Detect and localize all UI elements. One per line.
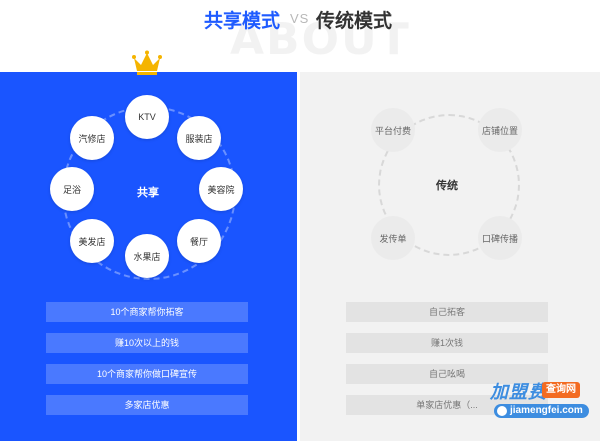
page-header: ABOUT 共享模式 VS 传统模式 bbox=[0, 0, 600, 70]
traditional-network-ring bbox=[378, 114, 520, 256]
share-benefit-2: 赚10次以上的钱 bbox=[46, 333, 248, 353]
title-vs: VS bbox=[290, 11, 310, 26]
title-share-mode: 共享模式 bbox=[204, 11, 281, 32]
node-restaurant: 餐厅 bbox=[177, 219, 221, 263]
node-flyers: 发传单 bbox=[371, 216, 415, 260]
header-watermark: ABOUT bbox=[230, 14, 411, 65]
logo-url: jiamengfei.com bbox=[494, 404, 589, 418]
traditional-item-3: 自己吆喝 bbox=[346, 364, 548, 384]
crown-icon bbox=[132, 50, 162, 75]
node-foot-spa: 足浴 bbox=[50, 167, 94, 211]
share-center-label: 共享 bbox=[137, 187, 159, 199]
node-clothing-store: 服装店 bbox=[177, 116, 221, 160]
node-auto-repair: 汽修店 bbox=[70, 116, 114, 160]
node-platform-fee: 平台付费 bbox=[371, 108, 415, 152]
globe-icon bbox=[497, 406, 507, 416]
node-beauty-salon: 美容院 bbox=[199, 167, 243, 211]
title-traditional-mode: 传统模式 bbox=[316, 11, 393, 32]
logo-url-text: jiamengfei.com bbox=[510, 405, 583, 416]
node-word-of-mouth: 口碑传播 bbox=[478, 216, 522, 260]
share-benefit-1: 10个商家帮你拓客 bbox=[46, 302, 248, 322]
traditional-item-1: 自己拓客 bbox=[346, 302, 548, 322]
node-store-location: 店铺位置 bbox=[478, 108, 522, 152]
site-logo: 加盟费 查询网 jiamengfei.com bbox=[482, 378, 600, 441]
traditional-center-label: 传统 bbox=[436, 180, 458, 192]
node-hair-salon: 美发店 bbox=[70, 219, 114, 263]
logo-badge: 查询网 bbox=[542, 382, 580, 398]
traditional-item-2: 赚1次钱 bbox=[346, 333, 548, 353]
node-ktv: KTV bbox=[125, 95, 169, 139]
logo-main-text: 加盟费 bbox=[490, 382, 547, 402]
share-benefit-3: 10个商家帮你做口碑宣传 bbox=[46, 364, 248, 384]
share-benefit-4: 多家店优惠 bbox=[46, 395, 248, 415]
node-fruit-store: 水果店 bbox=[125, 234, 169, 278]
